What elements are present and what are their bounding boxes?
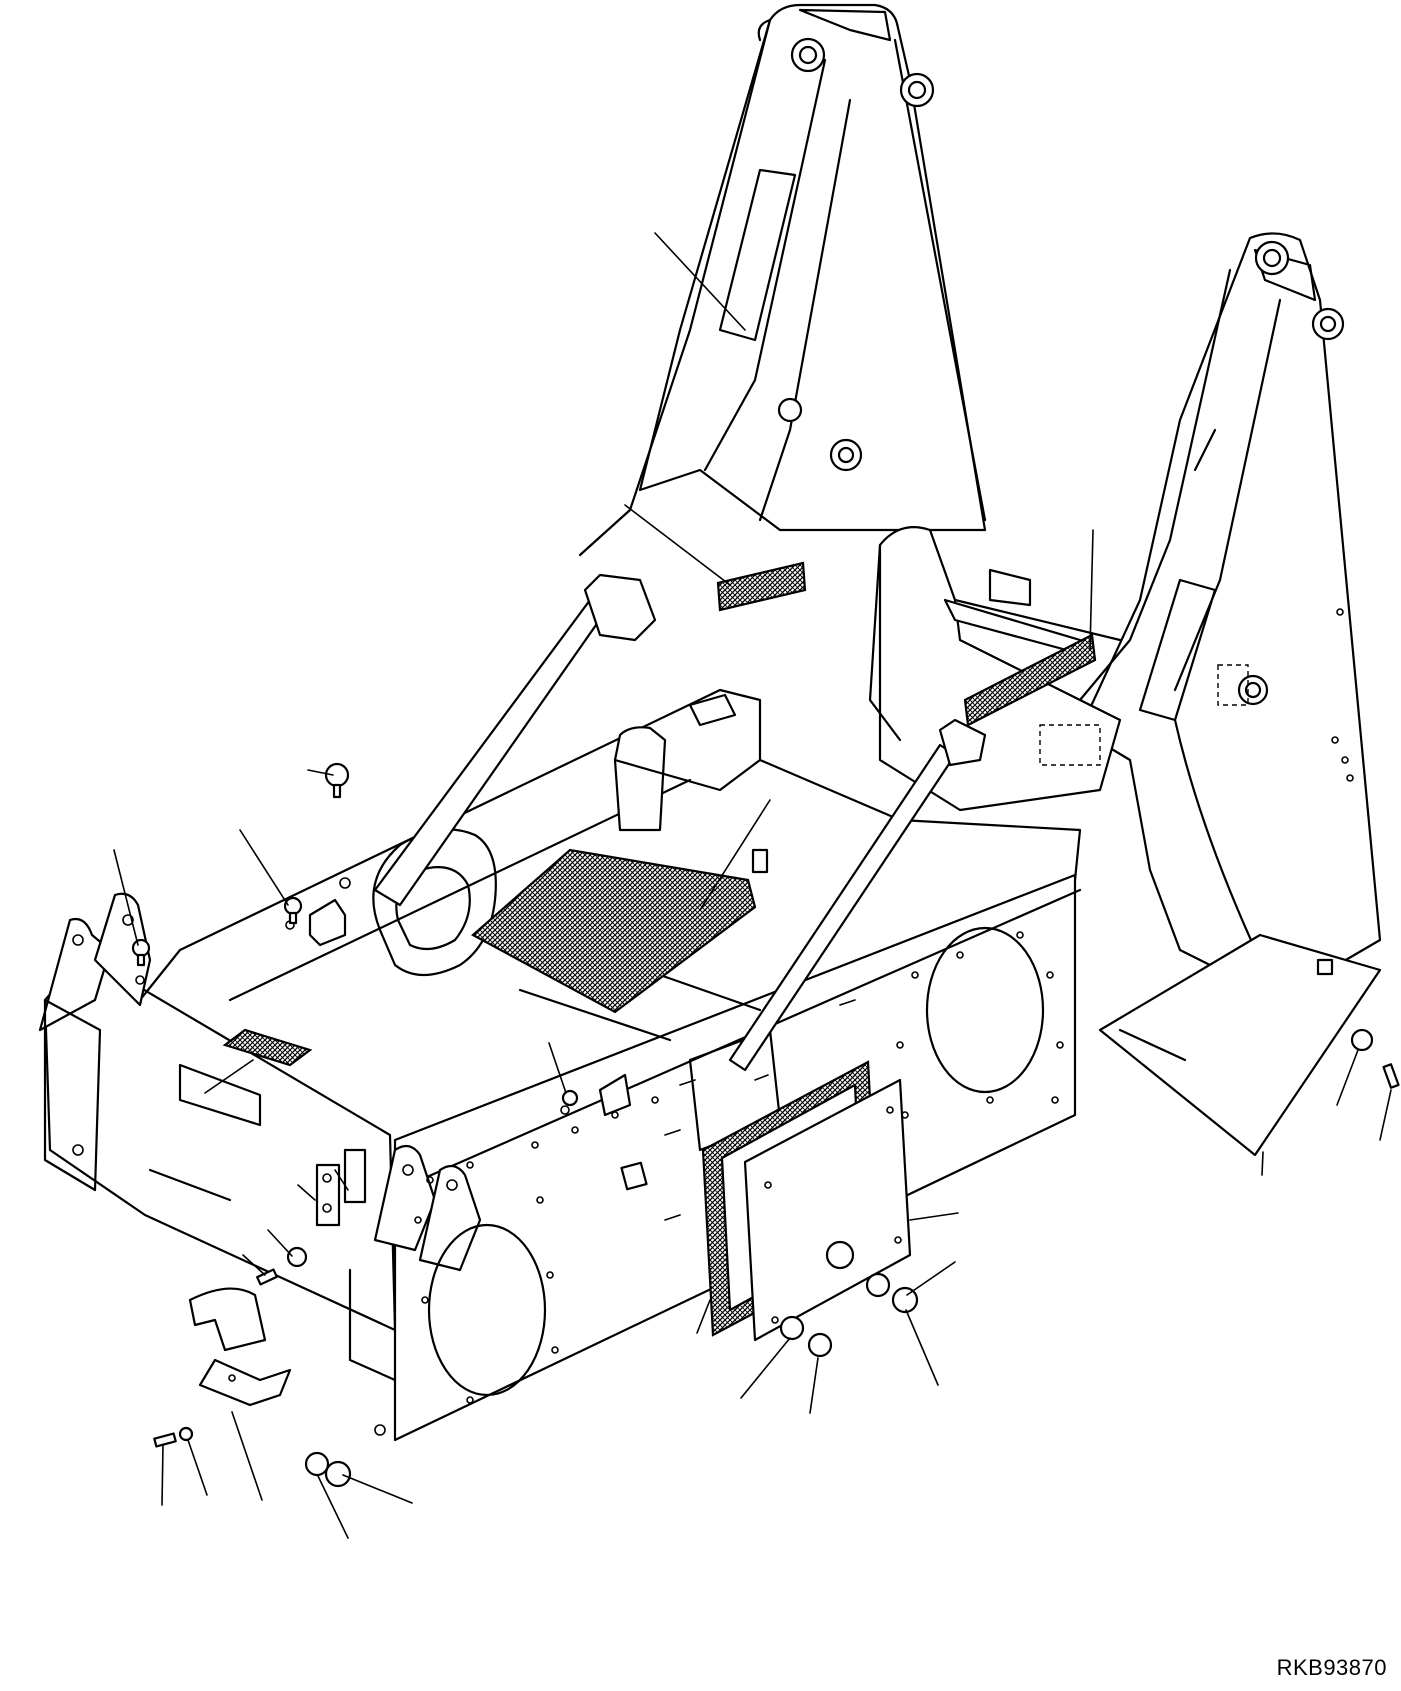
drawing-reference-code: RKB93870 [1276,1655,1387,1680]
hitch-plate [198,1358,292,1407]
access-cover-assembly [664,999,919,1358]
loose-fasteners [131,762,1400,1488]
side-plate-bolt-holes [374,931,1064,1436]
arm-struts [373,573,987,1072]
left-arm-tower [578,3,987,557]
leader-lines [113,232,1392,1539]
front-decal-pad [222,1028,313,1067]
upper-wear-pad-left [716,561,807,612]
rear-bulkhead [868,526,1122,812]
center-section [135,693,769,1117]
step-plate [1098,933,1382,1157]
access-cover-plate [743,1078,912,1342]
right-arm-tower [1078,232,1382,987]
tow-hitch-bracket [188,1287,267,1352]
floor-mat [471,848,757,1014]
upper-wear-pad-right [963,633,1097,727]
